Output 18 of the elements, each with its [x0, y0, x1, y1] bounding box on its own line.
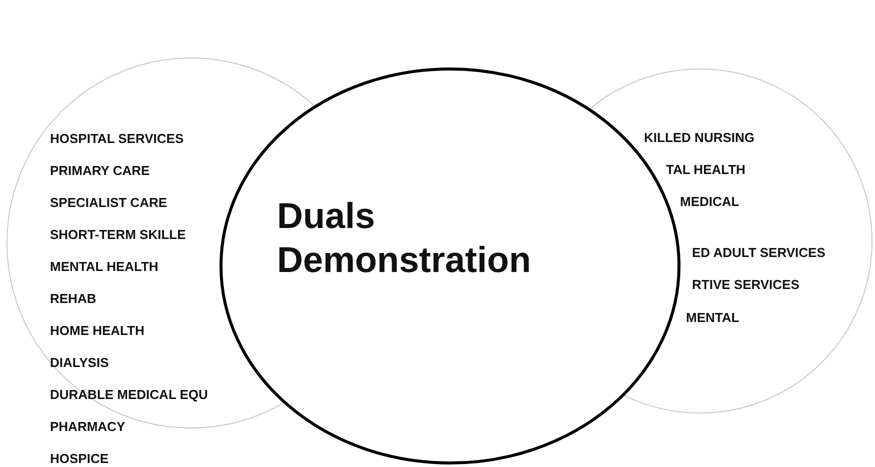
circle-title: Duals Demonstration — [277, 194, 532, 282]
service-label: DURABLE MEDICAL EQU — [50, 387, 208, 403]
service-label: PRIMARY CARE — [50, 163, 150, 179]
service-label: HOSPICE — [50, 451, 109, 467]
service-label: KILLED NURSING — [644, 130, 754, 146]
service-label: MEDICAL — [680, 194, 740, 210]
service-label: RTIVE SERVICES — [692, 277, 800, 293]
service-label: MENTAL — [686, 310, 740, 326]
service-label: MENTAL HEALTH — [50, 259, 158, 275]
service-label: REHAB — [50, 291, 96, 307]
service-label: SHORT-TERM SKILLE — [50, 227, 186, 243]
service-label: PHARMACY — [50, 419, 126, 435]
service-label: DIALYSIS — [50, 355, 109, 371]
service-label: HOSPITAL SERVICES — [50, 131, 184, 147]
service-label: SPECIALIST CARE — [50, 195, 168, 211]
service-label: TAL HEALTH — [666, 162, 746, 178]
service-label: HOME HEALTH — [50, 323, 144, 339]
service-label: ED ADULT SERVICES — [692, 245, 826, 261]
